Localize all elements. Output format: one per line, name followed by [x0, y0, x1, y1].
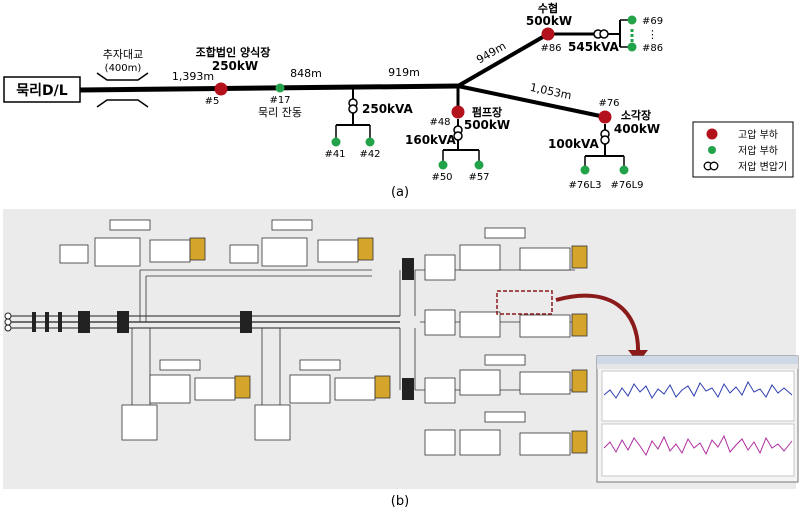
branch-north-line	[456, 32, 550, 88]
node-48-kw: 500kW	[464, 118, 510, 132]
legend-high-load: 고압 부하	[738, 128, 778, 141]
sim-right-blocks	[402, 258, 414, 400]
scope-plot-bottom	[601, 423, 795, 477]
transformer-icon	[453, 125, 463, 141]
distance-label-4: 949m	[474, 39, 508, 66]
distance-label-3: 919m	[388, 66, 420, 79]
tx3-kva: 545kVA	[568, 40, 620, 54]
low-load-node-57	[474, 160, 484, 170]
low-load-node-69	[627, 15, 637, 25]
node-5-kw: 250kW	[212, 59, 258, 73]
node-76l9-id: #76L9	[610, 180, 643, 191]
high-load-node-76	[598, 110, 612, 124]
low-load-node-50	[438, 160, 448, 170]
legend-transformer: 저압 변압기	[738, 160, 787, 173]
legend-low-load-swatch	[708, 146, 716, 154]
bridge-length: (400m)	[105, 63, 142, 74]
simulation-model-schematic: (b)	[3, 209, 799, 509]
node-5-name: 조합법인 양식장	[196, 45, 271, 59]
substation-label: 묵리D/L	[16, 83, 67, 99]
single-line-diagram: 묵리D/L 추자대교 (400m) 1,393m 848m 919m 949m …	[3, 1, 794, 200]
node-86-kw: 500kW	[526, 14, 572, 28]
high-load-node-5	[214, 82, 228, 96]
node-17-id: #17	[269, 95, 290, 106]
tx1-kva: 250kVA	[362, 102, 414, 116]
sim-source-symbols	[4, 312, 12, 332]
node-42-id: #42	[359, 149, 380, 160]
bridge-symbol	[96, 72, 149, 108]
sim-subsystem-load-76	[424, 309, 588, 338]
legend-high-load-swatch	[706, 128, 718, 140]
node-17-name: 묵리 잔동	[258, 106, 302, 119]
sim-line-blocks	[32, 311, 252, 333]
legend-low-load: 저압 부하	[738, 144, 778, 157]
node-86b-id: #86	[642, 43, 663, 54]
node-76l3-id: #76L3	[568, 180, 601, 191]
sim-subsystem-load-48	[424, 227, 588, 281]
node-69-id: #69	[642, 16, 663, 27]
low-load-node-41	[331, 137, 341, 147]
distance-label-5: 1,053m	[529, 81, 573, 102]
distance-label-1: 1,393m	[172, 70, 214, 83]
bridge-name: 추자대교	[103, 48, 143, 61]
highlighted-monitor-block	[496, 290, 553, 315]
caption-a: (a)	[391, 185, 409, 200]
main-feeder-line	[79, 83, 459, 93]
branch-southeast-line	[457, 84, 606, 119]
node-48-name: 펌프장	[472, 105, 502, 119]
substation-box	[3, 76, 81, 103]
low-load-node-86b	[627, 42, 637, 52]
load-ellipsis-dots	[630, 29, 634, 42]
scope-window	[596, 355, 799, 483]
sim-subsystem-load-5	[59, 219, 372, 322]
node-50-id: #50	[431, 172, 452, 183]
node-5-id: #5	[205, 96, 220, 107]
node-41-id: #41	[324, 149, 345, 160]
legend: 고압 부하 저압 부하 저압 변압기	[692, 121, 794, 178]
ellipsis-label: ⋮	[647, 28, 658, 41]
scope-signal-blue	[603, 380, 793, 399]
caption-b: (b)	[391, 494, 409, 509]
tx4-kva: 100kVA	[548, 137, 600, 151]
low-load-node-76l3	[580, 165, 590, 175]
tx2-kva: 160kVA	[405, 133, 457, 147]
node-76-id: #76	[598, 98, 619, 109]
high-load-node-48	[451, 105, 465, 119]
node-57-id: #57	[468, 172, 489, 183]
low-load-node-42	[365, 137, 375, 147]
sim-subsystem-load-86	[424, 354, 588, 456]
node-86-id: #86	[540, 43, 561, 54]
sim-subsystem-load-17	[229, 219, 374, 267]
scope-plot-top	[601, 370, 795, 422]
scope-signal-magenta	[603, 434, 793, 457]
high-load-node-86	[541, 27, 555, 41]
legend-transformer-icon	[703, 161, 719, 171]
transformer-icon	[600, 129, 610, 145]
zoom-arrow	[555, 293, 641, 356]
node-76-name: 소각장	[621, 108, 651, 122]
transformer-icon	[593, 29, 609, 39]
node-48-id: #48	[429, 117, 450, 128]
low-load-node-17	[275, 83, 285, 93]
node-86-name: 수협	[538, 1, 558, 15]
sim-subsystem-load-41	[121, 328, 251, 441]
transformer-icon	[348, 98, 358, 114]
node-76-kw: 400kW	[614, 122, 660, 136]
sim-subsystem-load-42	[254, 328, 391, 441]
low-load-node-76l9	[619, 165, 629, 175]
distance-label-2: 848m	[290, 67, 322, 80]
